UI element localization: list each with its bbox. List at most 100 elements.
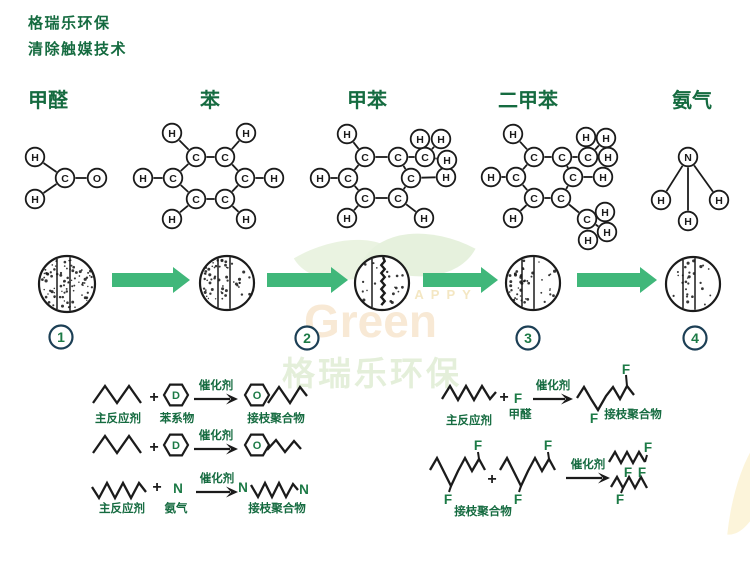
polymer-chain bbox=[441, 383, 497, 403]
particle-dot bbox=[684, 265, 687, 269]
particle-dot bbox=[519, 295, 522, 297]
reaction-arrow-head bbox=[226, 443, 238, 455]
particle-dot bbox=[50, 274, 53, 278]
reaction-label: 接枝聚合物 bbox=[247, 411, 305, 425]
benzene-hexagon bbox=[162, 433, 190, 457]
atom-n bbox=[677, 146, 699, 168]
particle-dot bbox=[386, 270, 389, 274]
particle-dot bbox=[222, 285, 224, 287]
particle-dot bbox=[686, 293, 689, 296]
particle-dot bbox=[44, 295, 48, 299]
atom-letter: H bbox=[168, 128, 176, 140]
particle-dot bbox=[66, 301, 69, 305]
step-badge-1: 1 bbox=[48, 324, 74, 350]
particle-dot bbox=[508, 274, 512, 277]
particle-dot bbox=[688, 271, 691, 274]
particle-dot bbox=[676, 270, 679, 274]
particle-dot bbox=[232, 281, 235, 283]
flow-arrow-2 bbox=[267, 267, 348, 293]
particle-dot bbox=[53, 296, 56, 299]
particle-dot bbox=[63, 265, 66, 267]
particle-dot bbox=[389, 300, 393, 303]
step-badge-2: 2 bbox=[294, 325, 320, 351]
particle-dot bbox=[527, 281, 531, 285]
particle-dot bbox=[65, 267, 68, 270]
atom-letter: H bbox=[601, 207, 609, 219]
particle-dot bbox=[681, 274, 684, 277]
particle-dot bbox=[234, 282, 238, 286]
particle-dot bbox=[89, 269, 92, 273]
particle-dot bbox=[63, 291, 66, 294]
atom-letter: H bbox=[582, 132, 590, 144]
hexagon-letter: O bbox=[253, 440, 262, 452]
atom-h bbox=[650, 189, 672, 211]
atom-c bbox=[505, 166, 527, 188]
particle-dot bbox=[78, 281, 80, 284]
particle-dot bbox=[78, 275, 81, 277]
particle-dot bbox=[63, 260, 67, 264]
particle-dot bbox=[72, 265, 76, 269]
bond bbox=[178, 139, 190, 151]
particle-dot bbox=[63, 281, 65, 283]
particle-dot bbox=[520, 281, 524, 285]
particle-dot bbox=[510, 289, 513, 292]
atom-letter: C bbox=[394, 152, 402, 164]
plus-sign: + bbox=[499, 389, 508, 406]
bond bbox=[231, 140, 240, 150]
watermark-company-text: 格瑞乐环保 bbox=[282, 355, 462, 392]
reaction-label: 氨气 bbox=[165, 501, 188, 515]
particle-dot bbox=[72, 289, 75, 292]
atom-letter: O bbox=[93, 173, 101, 185]
particle-dot bbox=[59, 273, 63, 277]
atom-c bbox=[162, 167, 184, 189]
atom-c bbox=[577, 146, 599, 168]
particle-dot bbox=[63, 300, 66, 302]
atom-symbol-f: F bbox=[638, 465, 646, 480]
badge-number: 3 bbox=[524, 330, 532, 346]
reaction-label: 主反应剂 bbox=[95, 411, 141, 425]
atom-h bbox=[132, 167, 154, 189]
particle-dot bbox=[549, 293, 552, 296]
particle-dot bbox=[53, 268, 56, 271]
particle-dot bbox=[74, 306, 76, 309]
atom-letter: H bbox=[657, 195, 665, 207]
atom-c bbox=[550, 187, 572, 209]
particle-dot bbox=[238, 281, 241, 285]
particle-dot bbox=[211, 265, 214, 268]
particle-dot bbox=[68, 259, 70, 262]
watermark-happy-text: HAPPY bbox=[398, 287, 478, 302]
particle-dot bbox=[60, 304, 65, 308]
atom-h bbox=[597, 146, 619, 168]
bond bbox=[405, 203, 417, 213]
particle-dot bbox=[208, 273, 212, 277]
particle-dot bbox=[242, 270, 246, 274]
particle-dot bbox=[214, 264, 218, 268]
bond bbox=[519, 141, 528, 150]
atom-h bbox=[596, 221, 618, 243]
filter-stage-2 bbox=[198, 254, 256, 312]
particle-dot bbox=[89, 274, 91, 277]
atom-letter: C bbox=[530, 193, 538, 205]
atom-letter: H bbox=[139, 173, 147, 185]
benzene-hexagon bbox=[243, 383, 271, 407]
branch-bond bbox=[448, 485, 452, 493]
atom-c bbox=[214, 188, 236, 210]
polymer-chain bbox=[576, 383, 635, 413]
particle-dot bbox=[520, 299, 523, 302]
atom-symbol-n: N bbox=[299, 482, 309, 497]
particle-dot bbox=[541, 278, 543, 281]
atom-letter: H bbox=[31, 152, 39, 164]
particle-dot bbox=[685, 288, 687, 291]
atom-letter: H bbox=[442, 172, 450, 184]
particle-dot bbox=[509, 280, 513, 284]
atom-letter: H bbox=[420, 213, 428, 225]
branch-bond bbox=[518, 485, 522, 493]
atom-h bbox=[592, 166, 614, 188]
reaction-label: 接枝聚合物 bbox=[248, 501, 306, 515]
badge-ring bbox=[682, 325, 708, 351]
filter-stage-3 bbox=[353, 254, 411, 312]
particle-dot bbox=[85, 296, 89, 300]
atom-symbol-f: F bbox=[514, 391, 522, 406]
